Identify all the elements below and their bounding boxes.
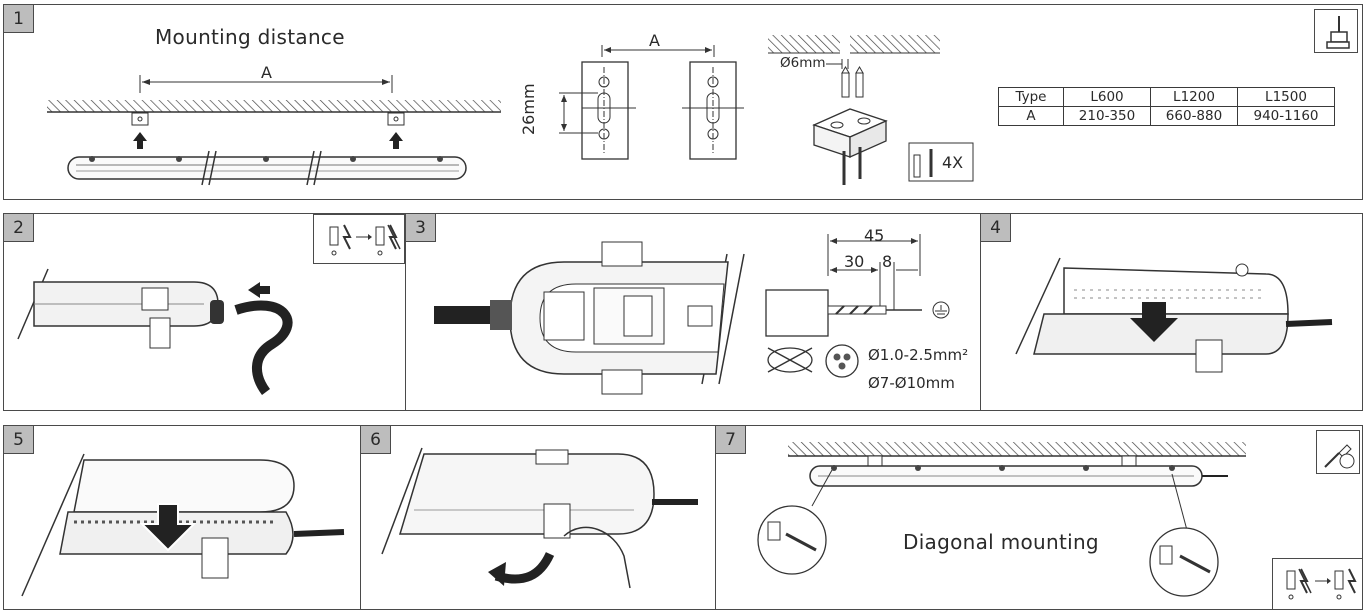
- table-cell: 210-350: [1063, 106, 1151, 126]
- screwdriver-icon: [1316, 430, 1360, 474]
- table-cell: 660-880: [1150, 106, 1238, 126]
- step-number: 2: [4, 214, 34, 242]
- step-number: 4: [981, 214, 1011, 242]
- strip-length-total: 45: [864, 226, 885, 245]
- steps-5-7-drawing: [21, 442, 1246, 597]
- table-cell: L600: [1063, 87, 1151, 107]
- mounting-distance-table: Type L600 L1200 L1500 A 210-350 660-880 …: [998, 87, 1335, 126]
- strip-length-inner: 8: [882, 252, 893, 271]
- table-header-row: Type L600 L1200 L1500: [998, 87, 1335, 107]
- mounting-drawing: [47, 35, 974, 186]
- dimension-a-bracket: A: [649, 31, 660, 50]
- table-cell: Type: [998, 87, 1064, 107]
- step-number: 3: [406, 214, 436, 242]
- mounting-distance-title: Mounting distance: [155, 25, 345, 49]
- dimension-26mm: 26mm: [519, 83, 538, 135]
- step-1-panel: 1 Mounting distance: [3, 4, 1363, 200]
- power-on-icon: [1272, 558, 1362, 609]
- step-number: 7: [716, 426, 746, 454]
- screws-count: 4X: [942, 153, 964, 172]
- dimension-6mm: Ø6mm: [780, 55, 826, 71]
- table-cell: L1500: [1237, 87, 1335, 107]
- table-row: A 210-350 660-880 940-1160: [998, 106, 1335, 126]
- step-number: 6: [361, 426, 391, 454]
- power-off-icon: [313, 214, 405, 264]
- steps-2-4-drawing: [17, 234, 1333, 395]
- step-number: 5: [4, 426, 34, 454]
- steps-2-4-panel: 2 3 4: [3, 213, 1363, 411]
- dimension-a-long: A: [261, 63, 272, 82]
- drill-icon: [1314, 9, 1358, 53]
- table-cell: A: [998, 106, 1064, 126]
- cable-size-label: Ø7-Ø10mm: [868, 374, 955, 392]
- step-number: 1: [4, 5, 34, 33]
- table-cell: 940-1160: [1237, 106, 1335, 126]
- wire-size-label: Ø1.0-2.5mm²: [868, 346, 969, 364]
- diagonal-mounting-title: Diagonal mounting: [903, 530, 1099, 554]
- strip-length-outer: 30: [844, 252, 865, 271]
- table-cell: L1200: [1150, 87, 1238, 107]
- steps-5-7-panel: 5 6 7: [3, 425, 1363, 610]
